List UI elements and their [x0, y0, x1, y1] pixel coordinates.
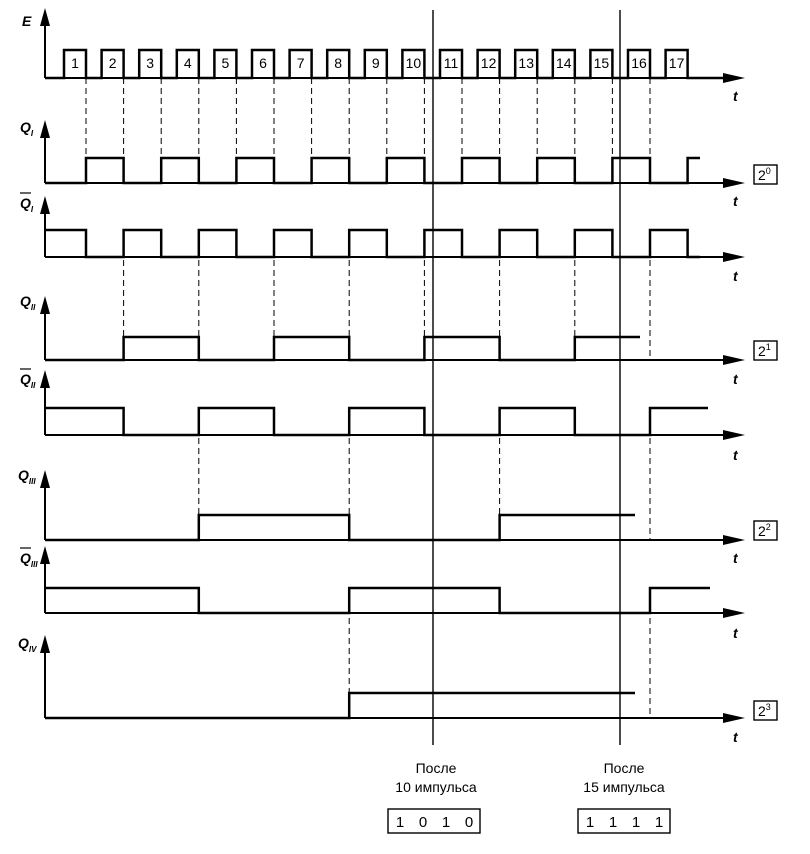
weight-box-2-1 [753, 340, 778, 361]
waveform-trace [45, 691, 635, 720]
signal-label-nQI: QI [20, 195, 34, 214]
pulse-number: 4 [184, 55, 192, 71]
pulse-number: 1 [71, 55, 79, 71]
time-axis-arrow [723, 608, 745, 618]
weight-box-2-0 [753, 164, 778, 185]
time-axis-arrow [723, 430, 745, 440]
caption-after-10-line2: 10 импульса [395, 779, 477, 795]
waveform-trace [45, 228, 700, 259]
time-axis-arrow [723, 252, 745, 262]
waveform-trace [45, 513, 635, 542]
waveforms [45, 48, 727, 720]
result-digit: 1 [655, 814, 663, 831]
waveform-trace [45, 406, 708, 437]
transition-guides [85, 78, 651, 718]
pulse-number: 13 [518, 55, 534, 71]
result-digit: 1 [396, 814, 404, 831]
weight-box-2-2 [753, 520, 778, 541]
time-axis-arrow [723, 73, 745, 83]
result-box-after-10 [387, 808, 481, 834]
result-digit: 1 [609, 814, 617, 831]
signal-label-nQII: QII [20, 371, 36, 390]
time-axis-arrow [723, 535, 745, 545]
waveform-trace [45, 335, 640, 362]
axis-t-label: t [733, 371, 739, 387]
time-axis-arrow [723, 713, 745, 723]
pulse-number: 8 [334, 55, 342, 71]
signal-axis-arrow [40, 470, 50, 488]
axis-t-label: t [733, 88, 739, 104]
caption-after-10-line1: После [416, 760, 457, 776]
axis-t-label: t [733, 729, 739, 745]
signal-label-QIV: QIV [18, 635, 37, 654]
signal-axis-arrow [40, 635, 50, 653]
clock-pulse-train [45, 48, 727, 80]
result-after-15: 1 1 1 1 [577, 808, 671, 834]
pulse-number: 10 [406, 55, 422, 71]
pulse-number: 11 [444, 55, 459, 71]
time-axis-arrow [723, 178, 745, 188]
signal-labels: E QI QI QII QII QIII QIII QIV [18, 13, 38, 654]
result-after-10: 1 0 1 0 [387, 808, 481, 834]
weight-label-2-0: 20 [758, 166, 771, 183]
signal-axis-arrow [40, 296, 50, 314]
axis-t-label: t [733, 193, 739, 209]
weight-label-2-1: 21 [758, 342, 771, 359]
signal-axis-arrow [40, 546, 50, 564]
waveform-trace [45, 586, 710, 615]
time-axes [40, 8, 745, 723]
axis-t-label: t [733, 625, 739, 641]
pulse-number: 15 [594, 55, 610, 71]
signal-axis-arrow [40, 370, 50, 388]
result-digit: 1 [586, 814, 594, 831]
signal-label-E: E [22, 13, 32, 29]
signal-label-nQIII: QIII [20, 550, 38, 569]
result-digit: 0 [419, 814, 427, 831]
result-digit: 0 [465, 814, 473, 831]
axis-t-label: t [733, 268, 739, 284]
pulse-number: 9 [372, 55, 380, 71]
signal-axis-arrow [40, 120, 50, 138]
bit-weights: 20 21 22 23 [753, 164, 778, 721]
waveform-trace [45, 156, 700, 185]
caption-after-15-line1: После [604, 760, 645, 776]
weight-label-2-3: 23 [758, 702, 771, 719]
signal-label-QIII: QIII [18, 467, 36, 486]
signal-label-QI: QI [20, 119, 34, 138]
signal-axis-arrow [40, 8, 50, 26]
time-axis-arrow [723, 355, 745, 365]
weight-label-2-2: 22 [758, 522, 771, 539]
pulse-number: 7 [297, 55, 305, 71]
weight-box-2-3 [753, 700, 778, 721]
pulse-number: 17 [669, 55, 685, 71]
signal-label-QII: QII [20, 293, 36, 312]
pulse-number: 16 [631, 55, 647, 71]
axis-t-label: t [733, 447, 739, 463]
pulse-number: 3 [146, 55, 154, 71]
caption-after-15-line2: 15 импульса [583, 779, 665, 795]
pulse-number: 6 [259, 55, 267, 71]
pulse-number: 5 [222, 55, 230, 71]
pulse-number: 2 [109, 55, 117, 71]
axis-t-labels: t t t t t t t t [733, 88, 739, 745]
result-digit: 1 [632, 814, 640, 831]
pulse-number: 12 [481, 55, 497, 71]
result-box-after-15 [577, 808, 671, 834]
result-digit: 1 [442, 814, 450, 831]
signal-axis-arrow [40, 196, 50, 214]
pulse-number: 14 [556, 55, 572, 71]
axis-t-label: t [733, 550, 739, 566]
marker-captions: После 10 импульса После 15 импульса [395, 760, 665, 795]
